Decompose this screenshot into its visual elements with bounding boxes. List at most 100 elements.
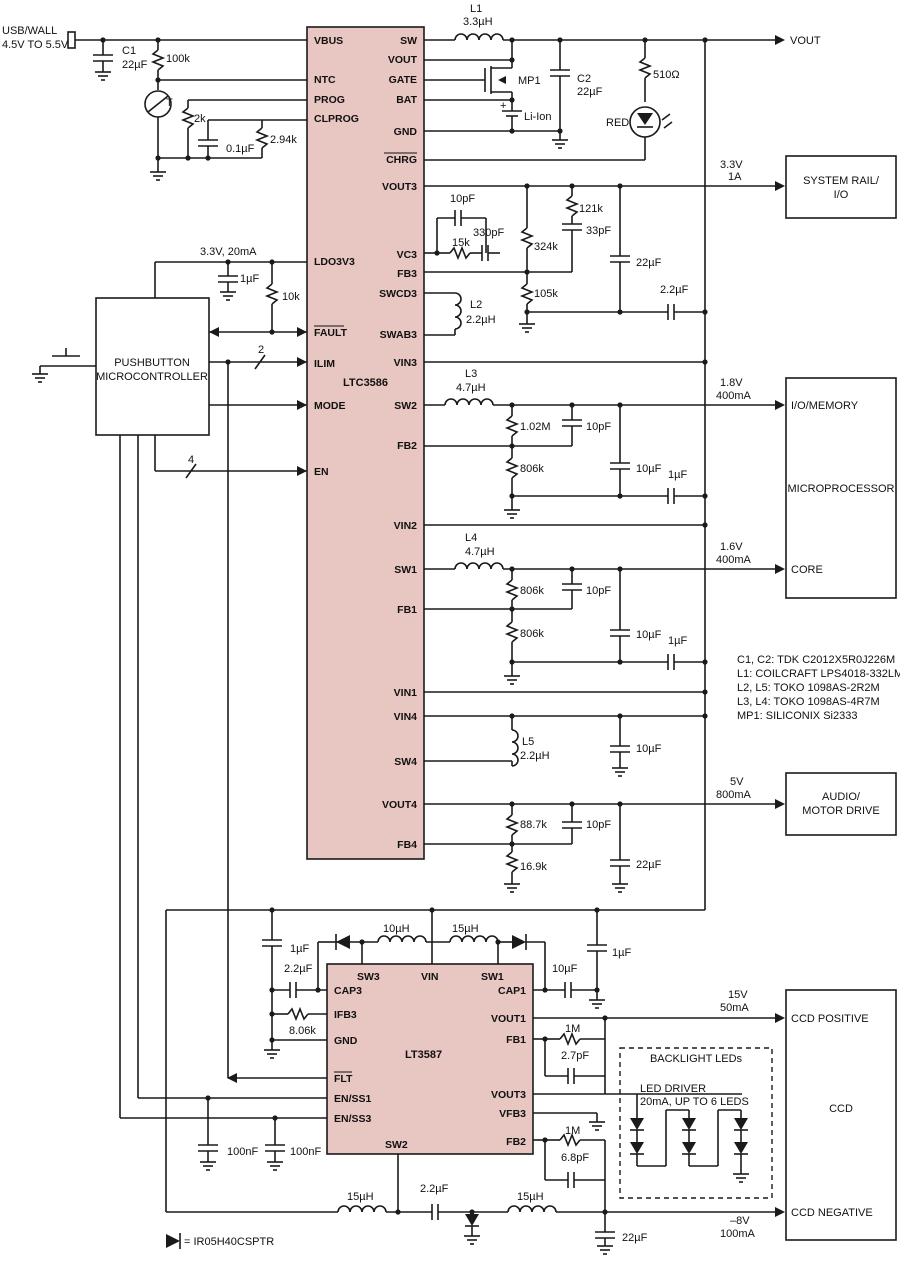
- system-rail-box: [785, 155, 897, 219]
- usb-range-label: 4.5V TO 5.5V: [2, 39, 69, 51]
- r806a-label: 806k: [520, 463, 544, 475]
- diode-legend-text: = IR05H40CSPTR: [184, 1236, 274, 1248]
- c68p-label: 6.8pF: [561, 1152, 589, 1164]
- c1ud-label: 1µF: [612, 947, 631, 959]
- c10uc-label: 10µF: [636, 743, 662, 755]
- l4-label: L4: [465, 532, 477, 544]
- r1mb-label: 1M: [565, 1125, 580, 1137]
- pushbutton-microcontroller-box: [95, 297, 210, 436]
- c1-label: C1: [122, 45, 136, 57]
- l15a-label: 15µH: [347, 1191, 374, 1203]
- output-blocks: SYSTEM RAIL/ I/O I/O/MEMORY MICROPROCESS…: [605, 155, 897, 1241]
- pin-vin-b: VIN: [421, 971, 439, 983]
- liion-label: Li-Ion: [524, 111, 552, 123]
- c10pc-label: 10pF: [586, 585, 611, 597]
- lt3587-chip: LT3587 SW3 VIN SW1 CAP3 IFB3 GND FLT EN/…: [326, 963, 534, 1155]
- c10ua-label: 10µF: [636, 463, 662, 475]
- pin-vout3: VOUT3: [382, 181, 417, 193]
- plus-label: +: [500, 100, 506, 112]
- pin-chrg: CHRG: [386, 154, 417, 166]
- thermistor-label: T: [166, 97, 173, 109]
- rail1-current: 400mA: [716, 554, 752, 566]
- r105k-label: 105k: [534, 288, 558, 300]
- c22f-label: 22µF: [622, 1232, 648, 1244]
- c27p-label: 2.7pF: [561, 1050, 589, 1062]
- pin-cap1: CAP1: [498, 985, 526, 997]
- l1-label: L1: [470, 3, 482, 15]
- led-driver-line1: LED DRIVER: [640, 1083, 706, 1095]
- r806b-label: 806k: [520, 585, 544, 597]
- pos-voltage: 15V: [728, 989, 748, 1001]
- pin-bat: BAT: [396, 94, 417, 106]
- bus4-label: 4: [188, 454, 194, 466]
- l5-value: 2.2µH: [520, 750, 550, 762]
- l1-value: 3.3µH: [463, 16, 493, 28]
- r100k-label: 100k: [166, 53, 190, 65]
- vout-label: VOUT: [790, 35, 821, 47]
- ltc3586-chip: LTC3586 VBUS NTC PROG CLPROG LDO3V3 FAUL…: [306, 26, 425, 860]
- l5-label: L5: [522, 736, 534, 748]
- pin-ntc: NTC: [314, 74, 336, 86]
- l3-label: L3: [465, 368, 477, 380]
- backlight-label: BACKLIGHT LEDs: [650, 1053, 743, 1065]
- pin-sw1-b: SW1: [481, 971, 504, 983]
- bom-line-1: C1, C2: TDK C2012X5R0J226M: [737, 654, 895, 666]
- l4-value: 4.7µH: [465, 546, 495, 558]
- pin-fb4: FB4: [397, 839, 417, 851]
- rail3-current: 1A: [728, 171, 742, 183]
- rail1-voltage: 1.6V: [720, 541, 743, 553]
- pin-ifb3: IFB3: [334, 1009, 357, 1021]
- pin-swab3: SWAB3: [380, 329, 418, 341]
- pin-sw4: SW4: [394, 756, 417, 768]
- pin-ilim: ILIM: [314, 358, 335, 370]
- l15u-label: 15µH: [452, 923, 479, 935]
- pin-prog: PROG: [314, 94, 345, 106]
- pin-vfb3: VFB3: [499, 1108, 526, 1120]
- pin-vc3: VC3: [397, 249, 418, 261]
- l10u-label: 10µH: [383, 923, 410, 935]
- bom-line-5: MP1: SILICONIX Si2333: [737, 710, 857, 722]
- pin-cap3: CAP3: [334, 985, 362, 997]
- c22e-label: 2.2µF: [420, 1183, 449, 1195]
- r806k-label: 8.06k: [289, 1025, 316, 1037]
- r169-label: 16.9k: [520, 861, 547, 873]
- audio-line2: MOTOR DRIVE: [802, 805, 879, 817]
- pin-swcd3: SWCD3: [379, 288, 417, 300]
- ltc3586-label: LTC3586: [343, 377, 388, 389]
- neg-voltage: –8V: [730, 1215, 750, 1227]
- pin-enss1: EN/SS1: [334, 1093, 372, 1105]
- bom-line-2: L1: COILCRAFT LPS4018-332LM: [737, 668, 900, 680]
- pin-gnd: GND: [394, 126, 418, 138]
- ccd-negative-label: CCD NEGATIVE: [791, 1207, 873, 1219]
- lt3587-label: LT3587: [405, 1049, 442, 1061]
- l2-label: L2: [470, 299, 482, 311]
- ldo-rail-label: 3.3V, 20mA: [200, 246, 257, 258]
- c1ub-label: 1µF: [668, 635, 687, 647]
- c1ua-label: 1µF: [668, 469, 687, 481]
- wiring: [32, 31, 785, 1255]
- pin-vbus: VBUS: [314, 35, 343, 47]
- audio-box: [785, 772, 897, 836]
- diode-legend-icon: [166, 1234, 180, 1248]
- c10pd-label: 10pF: [586, 819, 611, 831]
- pushbutton-line2: MICROCONTROLLER: [96, 371, 208, 383]
- pin-sw1: SW1: [394, 564, 417, 576]
- c22a-label: 22µF: [636, 257, 662, 269]
- io-memory-label: I/O/MEMORY: [791, 400, 859, 412]
- c330-label: 330pF: [473, 227, 504, 239]
- pin-en: EN: [314, 466, 329, 478]
- pin-fb1: FB1: [397, 604, 417, 616]
- r324k-label: 324k: [534, 241, 558, 253]
- pin-fb2: FB2: [397, 440, 417, 452]
- c2-value: 22µF: [577, 86, 603, 98]
- system-rail-line2: I/O: [834, 189, 849, 201]
- neg-current: 100mA: [720, 1228, 756, 1240]
- system-rail-line1: SYSTEM RAIL/: [803, 175, 880, 187]
- c33p-label: 33pF: [586, 225, 611, 237]
- pin-enss3: EN/SS3: [334, 1113, 372, 1125]
- ccd-label: CCD: [829, 1103, 853, 1115]
- red-led-label: RED: [606, 117, 629, 129]
- pin-clprog: CLPROG: [314, 113, 359, 125]
- pin-fault: FAULT: [314, 327, 348, 339]
- audio-line1: AUDIO/: [822, 791, 861, 803]
